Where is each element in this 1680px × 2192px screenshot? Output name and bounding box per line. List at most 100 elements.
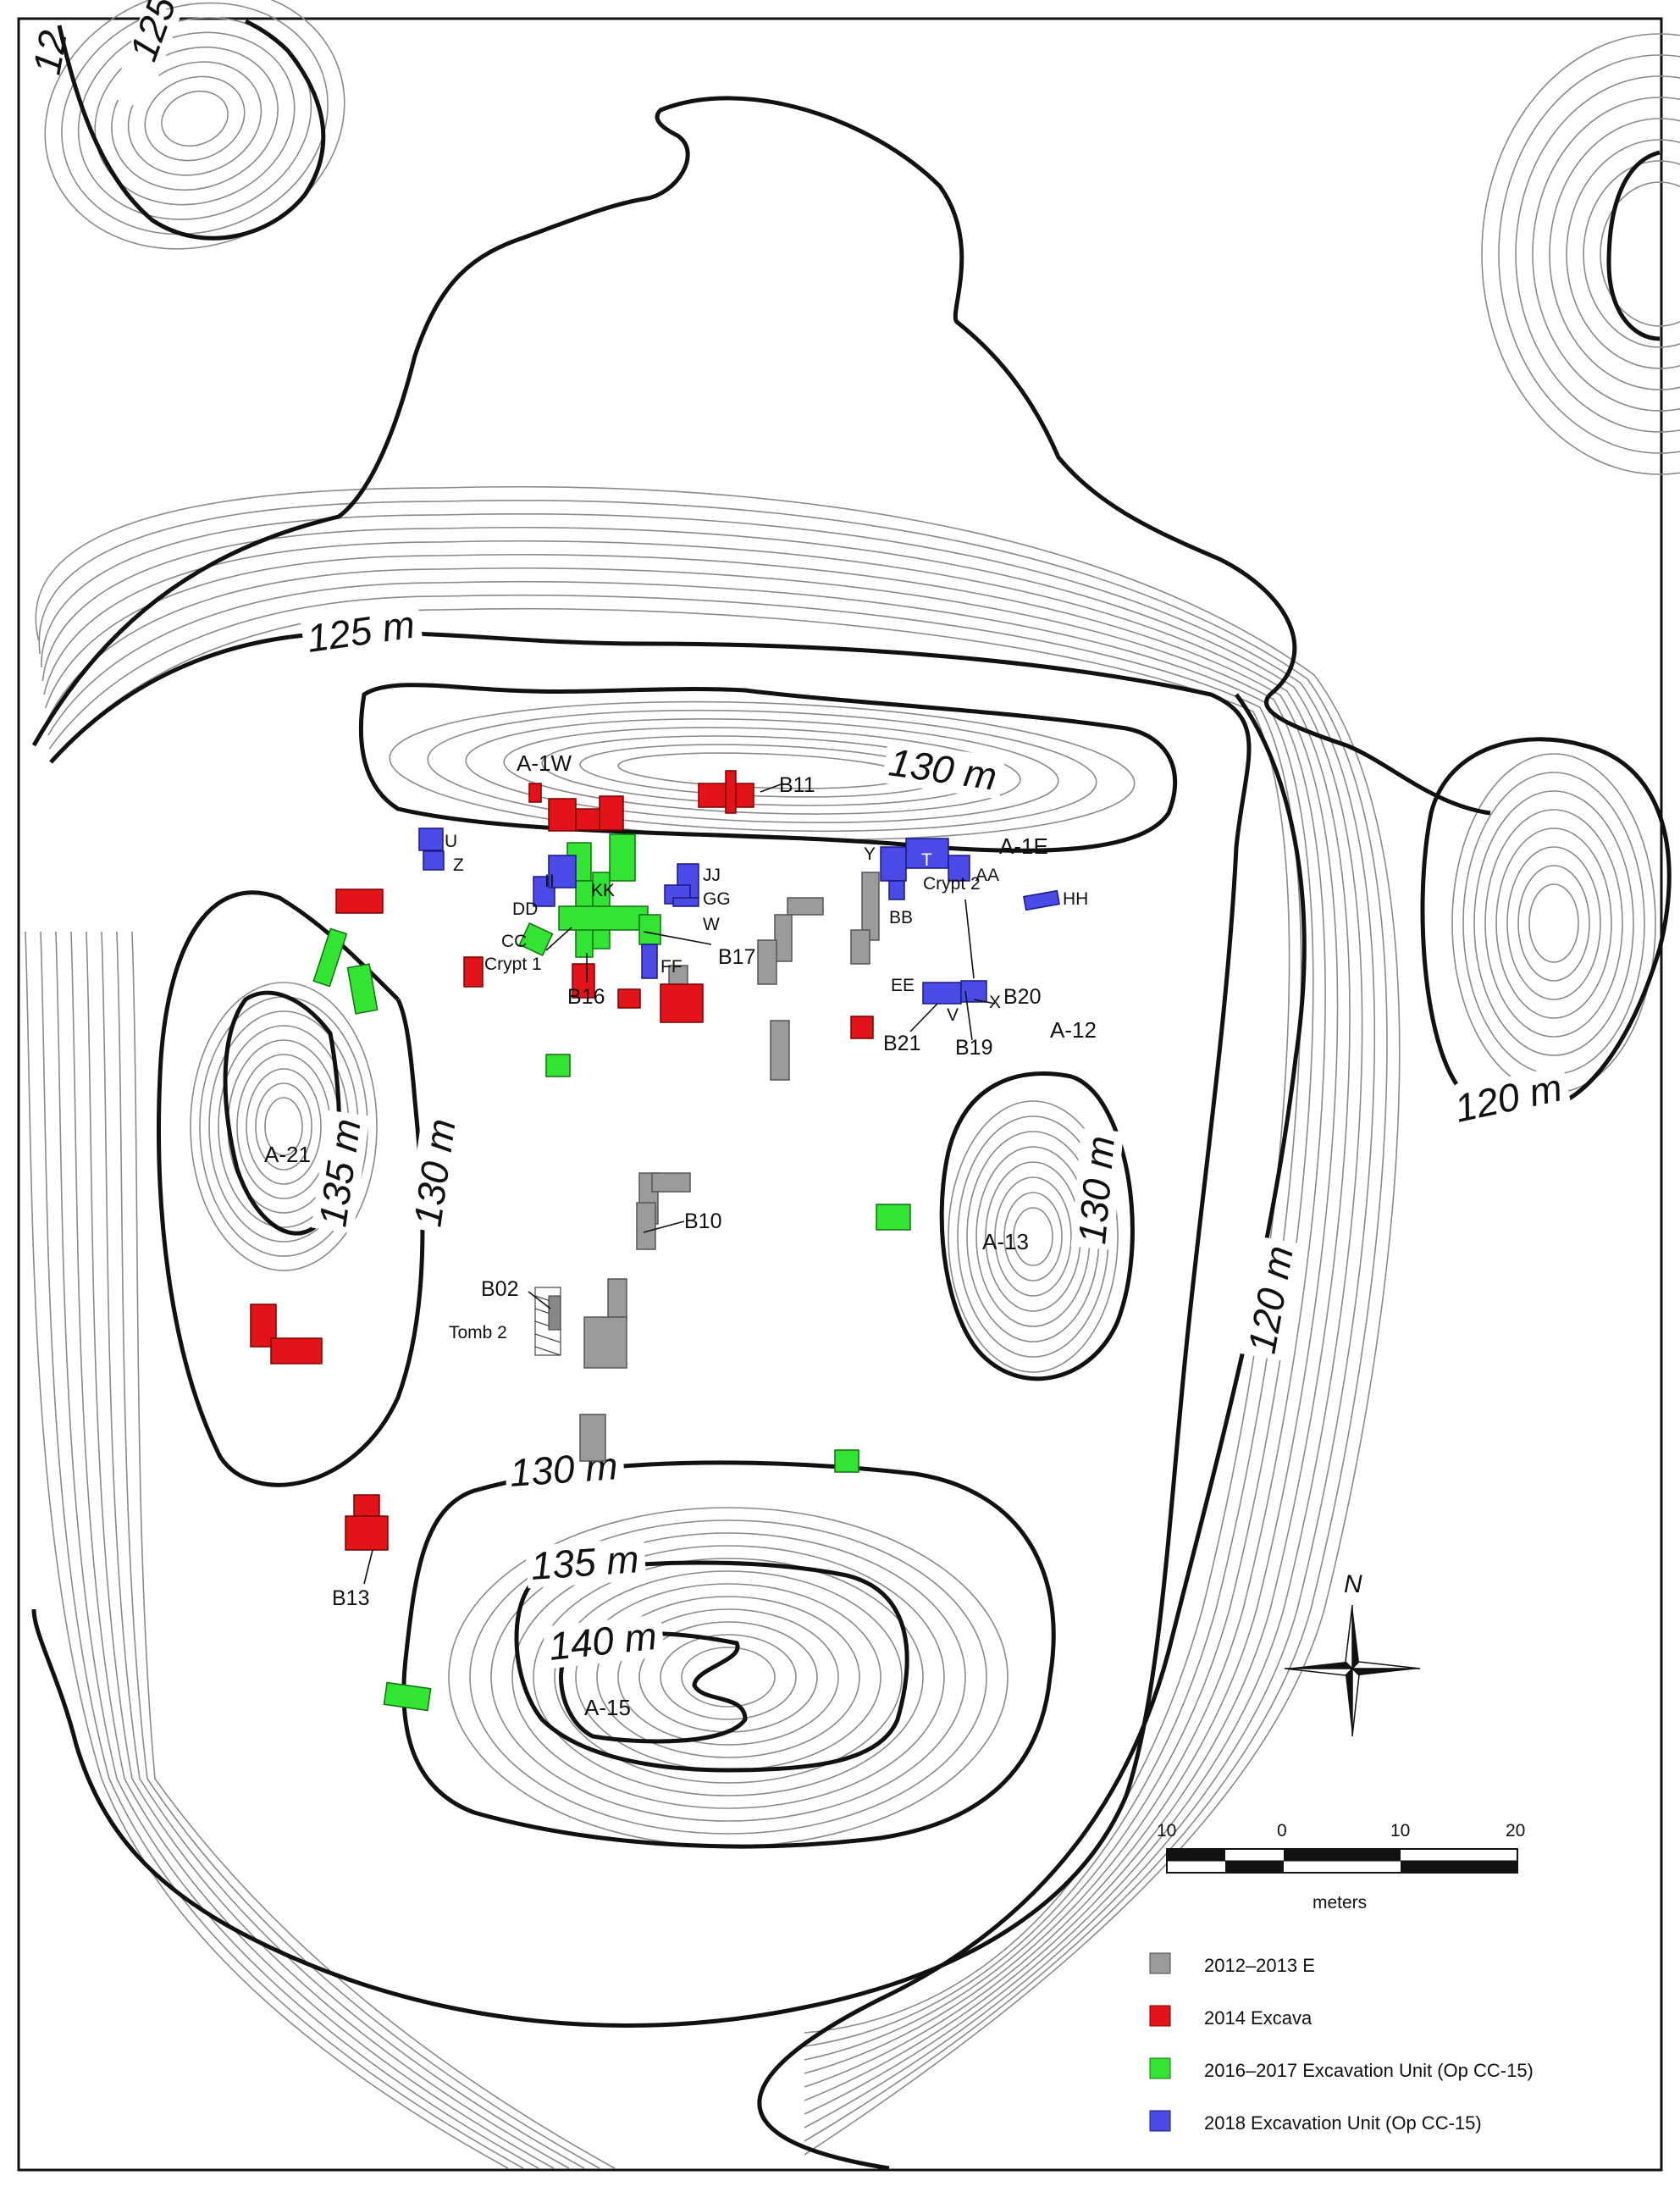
contour-line-a21	[246, 1068, 322, 1185]
unit-green	[312, 927, 348, 988]
unit-red	[270, 1337, 323, 1364]
legend-swatch-2014	[1149, 2005, 1171, 2027]
mound-label-a1w: A-1W	[517, 750, 572, 776]
index-contour-nw-125	[57, 19, 326, 241]
north-arrow-e-dark	[1352, 1669, 1420, 1675]
contour-line-west-flank	[116, 931, 600, 2169]
unit-blue	[948, 855, 970, 882]
mound-label-a21: A-21	[264, 1142, 311, 1167]
north-arrow-n-dark	[1352, 1605, 1359, 1669]
contour-line-flank	[40, 512, 1375, 2128]
contour-line-a15	[511, 1545, 945, 1809]
contour-line-west-flank	[25, 931, 509, 2169]
unit-green	[609, 833, 636, 882]
contour-line-a21	[264, 1097, 303, 1156]
north-arrow: N	[1284, 1570, 1421, 1737]
index-contour-a13-130	[939, 1071, 1135, 1381]
mound-label-a13: A-13	[982, 1229, 1029, 1254]
index-contour-north-125	[31, 96, 1491, 816]
unit-label-z: Z	[453, 855, 464, 875]
unit-green	[876, 1204, 911, 1231]
contour-line-flank	[41, 526, 1363, 2115]
scale-tick-10: 10	[1390, 1821, 1410, 1841]
unit-gray	[579, 1414, 606, 1462]
legend-label-2012-2013: 2012–2013 E	[1204, 1955, 1315, 1976]
unit-green	[346, 963, 379, 1015]
building-label-b16: B16	[567, 985, 605, 1009]
building-label-b17: B17	[718, 945, 755, 969]
contour-line-a15	[490, 1532, 966, 1822]
unit-label-kk: KK	[591, 881, 615, 900]
index-contour-a15-130	[401, 1460, 1056, 1849]
unit-gray	[607, 1278, 627, 1320]
index-contour-a15-135	[514, 1560, 909, 1773]
contour-line-a13	[948, 1100, 1119, 1373]
contour-line-east-hill	[1528, 883, 1579, 963]
index-contour-ne-hill	[1606, 150, 1661, 341]
unit-red	[335, 888, 384, 914]
elev-label-east-130: 130 m	[1069, 1134, 1123, 1246]
building-labels: B02 B10 B11 B13 B16 B17 B19 B20 B21	[332, 773, 1041, 1610]
unit-label-u: U	[445, 832, 457, 851]
unit-red	[617, 988, 641, 1009]
unit-gray	[774, 914, 793, 962]
legend-swatch-2016-2017	[1149, 2057, 1171, 2079]
contour-line-west-flank	[70, 931, 555, 2169]
contour-line-ne-hill	[1532, 97, 1680, 412]
contour-line-ne-hill	[1481, 33, 1680, 475]
unit-red	[463, 956, 484, 988]
contour-line-east-hill	[1517, 865, 1590, 982]
contour-line-a15	[469, 1519, 987, 1835]
unit-label-v: V	[947, 1005, 959, 1025]
unit-red	[660, 983, 704, 1023]
unit-gray	[861, 872, 880, 941]
unit-label-ff: FF	[660, 957, 682, 977]
unit-label-dd: DD	[512, 899, 538, 919]
north-arrow-w-dark	[1285, 1662, 1352, 1669]
contour-line-west-flank	[55, 931, 539, 2169]
contour-line-a1	[465, 718, 1059, 823]
building-label-b11: B11	[779, 773, 815, 797]
unit-red	[548, 798, 577, 832]
mound-label-a15: A-15	[584, 1695, 631, 1720]
contour-line-nw-hill	[144, 75, 246, 162]
contour-line-a15	[660, 1634, 797, 1720]
legend-swatch-2018	[1149, 2110, 1171, 2132]
unit-red	[528, 783, 542, 803]
unit-label-gg: GG	[703, 889, 731, 909]
unit-label-ee: EE	[891, 976, 915, 995]
legend-label-2016-2017: 2016–2017 Excavation Unit (Op CC-15)	[1204, 2060, 1534, 2081]
contour-line-west-flank	[86, 931, 570, 2169]
unit-blue	[888, 880, 905, 900]
unit-red	[850, 1016, 874, 1039]
north-arrow-w-light	[1284, 1668, 1354, 1676]
feature-label-tomb2: Tomb 2	[449, 1323, 507, 1342]
contour-line-nw-hill	[127, 61, 262, 176]
unit-blue	[672, 897, 699, 907]
contour-line-a21	[190, 982, 378, 1271]
excavation-units-2012-2013	[579, 872, 880, 1462]
index-contour-ne-120	[1420, 737, 1672, 1112]
unit-gray	[636, 1202, 656, 1250]
contour-line-a13	[994, 1176, 1072, 1297]
mound-labels: A-1W A-1E A-12 A-13 A-15 A-21	[264, 750, 1097, 1720]
unit-blue	[922, 982, 962, 1005]
unit-label-w: W	[703, 915, 720, 934]
leader-lines	[363, 783, 996, 1585]
contour-line-nw-hill	[44, 0, 345, 250]
mound-label-a1e: A-1E	[999, 833, 1048, 859]
contour-line-ne-hill	[1566, 139, 1680, 369]
contour-line-flank	[46, 567, 1326, 2074]
contour-line-a13	[1013, 1207, 1053, 1266]
unit-blue	[548, 855, 577, 888]
contour-line-west-flank	[101, 931, 585, 2169]
legend-label-2014: 2014 Excava	[1204, 2007, 1312, 2029]
unit-gray	[651, 1172, 691, 1193]
unit-gray	[850, 929, 870, 965]
north-arrow-e-light	[1351, 1661, 1421, 1669]
contour-line-ne-hill	[1498, 54, 1680, 454]
contour-line-a13	[1003, 1192, 1063, 1281]
scale-unit-label: meters	[1312, 1893, 1367, 1912]
